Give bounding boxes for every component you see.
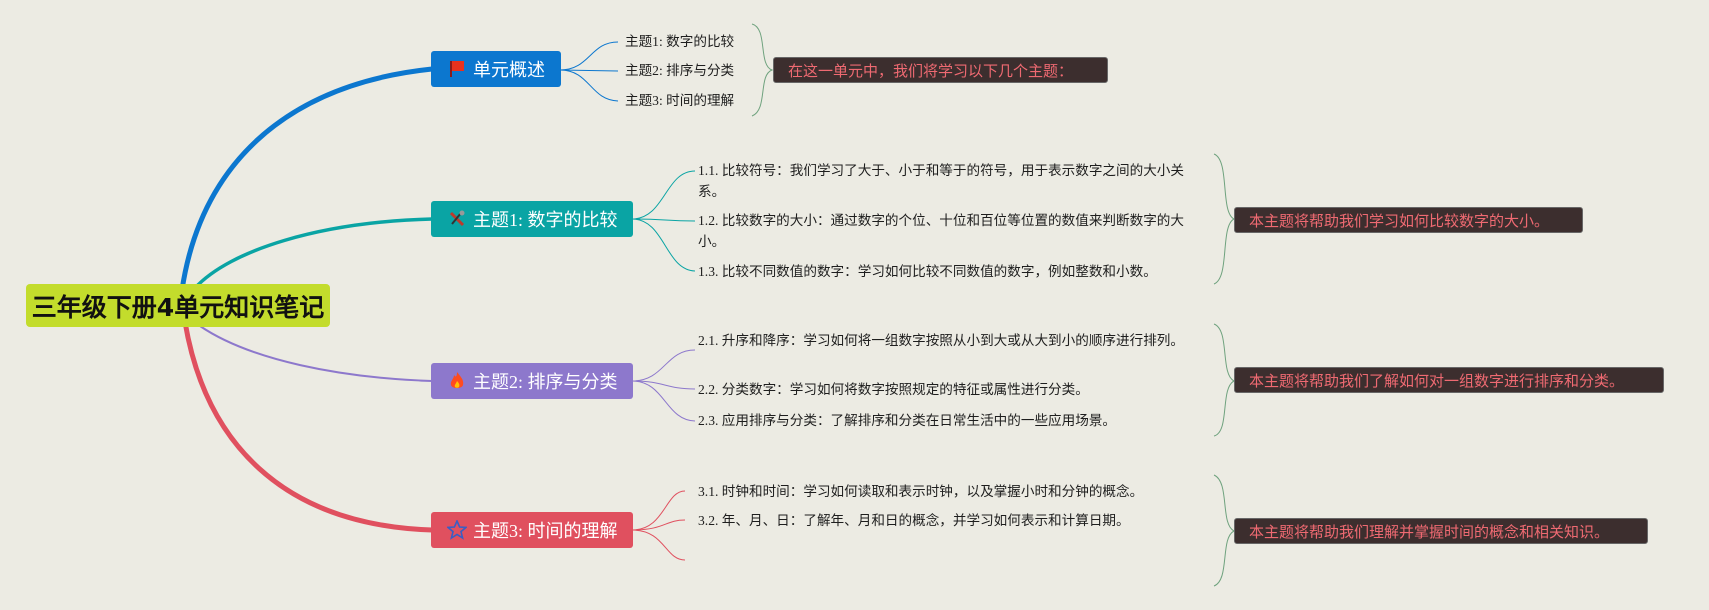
branch-label: 主题3: 时间的理解 <box>473 521 618 541</box>
connector-root-overview <box>179 66 435 293</box>
overview-item[interactable]: 主题3: 时间的理解 <box>625 93 735 108</box>
fire-icon <box>447 371 467 391</box>
topic3-item[interactable]: 3.2. 年、月、日：了解年、月和日的概念，并学习如何表示和计算日期。 <box>698 513 1130 528</box>
connector-root-topic3 <box>182 319 435 533</box>
root-topic[interactable]: 三年级下册4单元知识笔记 <box>26 284 330 327</box>
branch-unit-overview[interactable]: 单元概述 <box>431 51 561 87</box>
connectors-topic3 <box>631 490 686 561</box>
topic3-item[interactable]: 3.1. 时钟和时间：学习如何读取和表示时钟，以及掌握小时和分钟的概念。 <box>698 484 1144 499</box>
red-flag-icon <box>447 59 467 79</box>
summary-note-overview[interactable]: 在这一单元中，我们将学习以下几个主题： <box>773 57 1108 83</box>
overview-item[interactable]: 主题2: 排序与分类 <box>625 63 735 78</box>
topic2-item[interactable]: 2.2. 分类数字：学习如何将数字按照规定的特征或属性进行分类。 <box>698 382 1089 397</box>
connector-root-topic2 <box>199 325 433 382</box>
topic1-item[interactable]: 1.1. 比较符号：我们学习了大于、小于和等于的符号，用于表示数字之间的大小关系… <box>698 163 1184 199</box>
topic1-item[interactable]: 1.2. 比较数字的大小：通过数字的个位、十位和百位等位置的数值来判断数字的大小… <box>698 213 1184 249</box>
branch-label: 主题2: 排序与分类 <box>473 372 618 392</box>
connectors-overview <box>559 41 619 102</box>
tools-icon <box>447 209 467 229</box>
branch-topic-2[interactable]: 主题2: 排序与分类 <box>431 363 633 399</box>
star-icon <box>445 518 469 540</box>
topic1-item[interactable]: 1.3. 比较不同数值的数字：学习如何比较不同数值的数字，例如整数和小数。 <box>698 264 1157 279</box>
branch-topic-3[interactable]: 主题3: 时间的理解 <box>431 512 633 548</box>
summary-note-topic2[interactable]: 本主题将帮助我们了解如何对一组数字进行排序和分类。 <box>1234 367 1664 393</box>
connector-root-topic1 <box>193 217 433 290</box>
topic2-item[interactable]: 2.3. 应用排序与分类：了解排序和分类在日常生活中的一些应用场景。 <box>698 413 1117 428</box>
branch-topic-1[interactable]: 主题1: 数字的比较 <box>431 201 633 237</box>
summary-note-topic1[interactable]: 本主题将帮助我们学习如何比较数字的大小。 <box>1234 207 1583 233</box>
connectors-topic1 <box>631 170 696 272</box>
summary-note-topic3[interactable]: 本主题将帮助我们理解并掌握时间的概念和相关知识。 <box>1234 518 1648 544</box>
branch-label: 主题1: 数字的比较 <box>473 210 618 230</box>
branch-label: 单元概述 <box>473 60 545 80</box>
connectors-topic2 <box>631 349 696 422</box>
overview-item[interactable]: 主题1: 数字的比较 <box>625 34 735 49</box>
topic2-item[interactable]: 2.1. 升序和降序：学习如何将一组数字按照从小到大或从大到小的顺序进行排列。 <box>698 333 1184 348</box>
